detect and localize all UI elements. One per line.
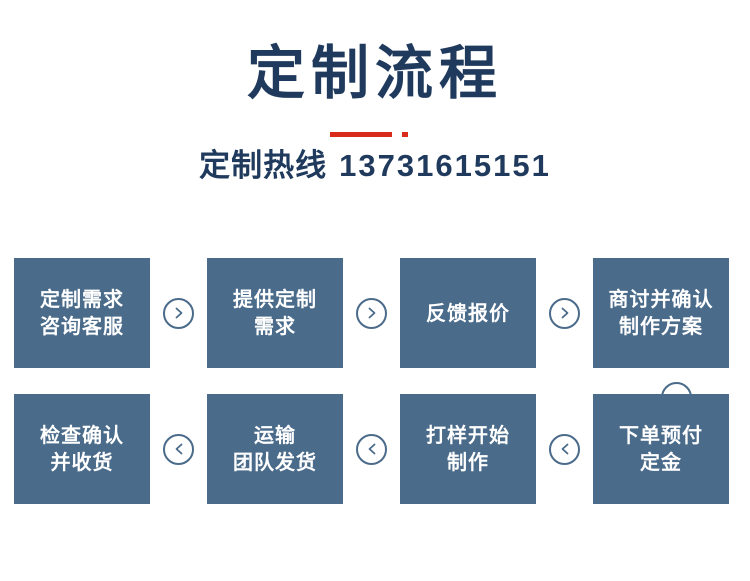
arrow-left-icon [163, 433, 194, 465]
hotline: 定制热线 13731615151 [0, 140, 750, 185]
flow-step-2-line-1: 提供定制 [233, 287, 317, 311]
hotline-label: 定制热线 [199, 147, 328, 184]
flow-step-6-line-2: 制作 [447, 450, 489, 474]
flow-step-1-line-1: 定制需求 [40, 287, 124, 311]
flow-step-4[interactable]: 商讨并确认 制作方案 [593, 258, 729, 368]
arrow-right-icon [163, 297, 194, 329]
flow-step-7-line-2: 团队发货 [233, 450, 317, 474]
flow-step-7[interactable]: 运输 团队发货 [207, 394, 343, 504]
flow-step-6-line-1: 打样开始 [426, 423, 510, 447]
arrow-down-icon [661, 382, 692, 413]
flow-step-8-line-2: 并收货 [50, 450, 114, 474]
flow-step-3-line-1: 反馈报价 [426, 300, 510, 325]
flow-row-1: 定制需求 咨询客服 提供定制 需求 反馈报价 [0, 258, 750, 368]
flow-step-1-line-2: 咨询客服 [40, 314, 124, 338]
flow-step-4-line-2: 制作方案 [619, 314, 703, 338]
flow-step-5-line-2: 定金 [640, 450, 682, 474]
flow-step-1[interactable]: 定制需求 咨询客服 [14, 258, 150, 368]
arrow-left-icon [356, 433, 387, 465]
arrow-right-icon [356, 297, 387, 329]
flow-step-4-line-1: 商讨并确认 [608, 287, 714, 311]
divider-bar [330, 131, 392, 137]
divider-dot [402, 131, 408, 137]
flow-step-2[interactable]: 提供定制 需求 [207, 258, 343, 368]
flow-step-8[interactable]: 检查确认 并收货 [14, 394, 150, 504]
flow-step-3[interactable]: 反馈报价 [400, 258, 536, 368]
flow-diagram: 定制需求 咨询客服 提供定制 需求 反馈报价 [0, 258, 750, 504]
arrow-left-icon [549, 433, 580, 465]
flow-step-5[interactable]: 下单预付 定金 [593, 394, 729, 504]
flow-step-6[interactable]: 打样开始 制作 [400, 394, 536, 504]
flow-step-7-line-1: 运输 [254, 423, 296, 447]
arrow-right-icon [549, 297, 580, 329]
flow-step-2-line-2: 需求 [254, 314, 296, 338]
page-title: 定制流程 [246, 39, 503, 107]
flow-row-2: 检查确认 并收货 运输 团队发货 打样开始 制作 [0, 394, 750, 504]
hotline-number: 13731615151 [339, 147, 551, 183]
flow-step-8-line-1: 检查确认 [40, 423, 124, 447]
flow-step-5-line-1: 下单预付 [619, 423, 703, 447]
